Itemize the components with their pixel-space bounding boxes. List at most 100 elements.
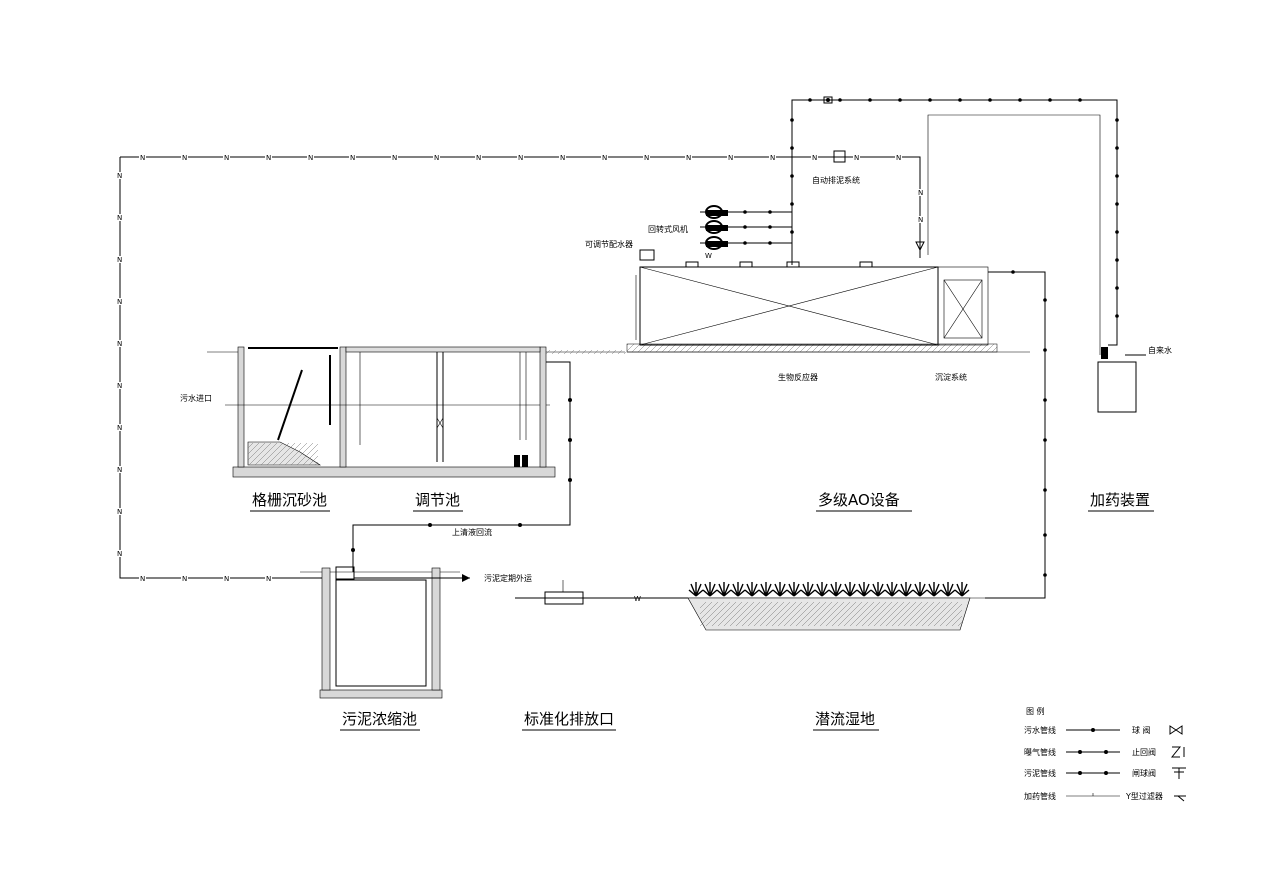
plant-icon [814, 582, 830, 597]
aeration-dot [1018, 98, 1022, 102]
plant-icon [758, 582, 774, 597]
label-adjustable-weir: 可调节配水器 [585, 239, 633, 249]
legend-row: 曝气管线 止回阀 [1024, 746, 1185, 758]
grille-grit-tank [207, 346, 556, 478]
pipe-marker-n: N [117, 298, 122, 306]
pipe-marker-n: N [728, 154, 733, 162]
plant-icon [926, 582, 942, 597]
legend-row: 污水管线 球 阀 [1024, 725, 1183, 735]
unit-label-sludge-thickener: 污泥浓缩池 [342, 710, 417, 728]
label-bio-reactor: 生物反应器 [778, 372, 818, 382]
aeration-dot [790, 118, 794, 122]
pipe-marker-n: N [117, 466, 122, 474]
pipe-marker-n: N [117, 550, 122, 558]
pipe-marker-n: N [266, 154, 271, 162]
plant-icon [912, 582, 928, 597]
regulating-tank [345, 346, 626, 468]
rotary-blowers [705, 205, 728, 250]
pipe-marker-n: N [602, 154, 607, 162]
sludge-thickener-tank [300, 566, 470, 699]
aeration-dot [790, 174, 794, 178]
label-tap-water: 自来水 [1148, 345, 1172, 355]
legend-valve-label: Y型过滤器 [1125, 791, 1163, 801]
aeration-dot [898, 98, 902, 102]
aeration-dot [768, 225, 772, 229]
aeration-dot [1115, 258, 1119, 262]
pipe-marker-n: N [224, 154, 229, 162]
pipe-marker-n: N [117, 172, 122, 180]
aeration-dot [1115, 230, 1119, 234]
label-sludge-out: 污泥定期外运 [484, 573, 532, 583]
legend-valve-label: 闸球阀 [1132, 768, 1156, 778]
plant-icon [954, 582, 970, 597]
pipe-marker-n: N [224, 575, 229, 583]
pipe-marker-n: N [140, 154, 145, 162]
pipe-marker-n: N [770, 154, 775, 162]
unit-label-dosing: 加药装置 [1090, 491, 1150, 509]
sludge-return-pipe [119, 156, 925, 579]
aeration-dot [743, 210, 747, 214]
aeration-dot [790, 146, 794, 150]
legend: 图 例 污水管线 球 阀 曝气管线 止回阀 污泥管线 闸球阀 加药管线 Y [1024, 706, 1186, 802]
gate-valve-icon [1172, 767, 1186, 779]
pipe-marker-n: N [434, 154, 439, 162]
aeration-dot [790, 230, 794, 234]
aeration-dot [790, 202, 794, 206]
label-inlet: 污水进口 [180, 393, 212, 403]
aeration-dot [988, 98, 992, 102]
aeration-dot [1115, 146, 1119, 150]
effluent-pipe [985, 270, 1047, 599]
annotation-labels: 污水进口 自动排泥系统 回转式风机 可调节配水器 生物反应器 沉淀系统 自来水 … [180, 175, 1172, 583]
pipe-marker-n: N [117, 340, 122, 348]
pipe-marker-w: W [705, 252, 712, 260]
plant-icon [800, 582, 816, 597]
aeration-dot [1048, 98, 1052, 102]
legend-valve-label: 球 阀 [1132, 725, 1151, 735]
pipe-marker-n: N [644, 154, 649, 162]
unit-label-regulating: 调节池 [415, 491, 460, 509]
aeration-dot [1115, 118, 1119, 122]
plant-icon [772, 582, 788, 597]
label-rotary-blower: 回转式风机 [648, 224, 688, 234]
legend-row: 加药管线 Y型过滤器 [1024, 791, 1186, 802]
label-auto-sludge: 自动排泥系统 [812, 175, 860, 185]
pipe-marker-n: N [140, 575, 145, 583]
pipe-marker-n: N [476, 154, 481, 162]
plant-icon [870, 582, 886, 597]
supernatant-return-pipe [351, 361, 572, 572]
ao-equipment [626, 249, 1030, 353]
legend-title: 图 例 [1026, 706, 1045, 716]
pipe-marker-n: N [518, 154, 523, 162]
plant-icon [940, 582, 956, 597]
pipe-marker-n: N [350, 154, 355, 162]
unit-label-outfall: 标准化排放口 [524, 710, 614, 728]
pipe-marker-n: N [117, 382, 122, 390]
check-valve-icon [1170, 746, 1185, 758]
unit-labels: 格栅沉砂池 调节池 多级AO设备 加药装置 污泥浓缩池 标准化排放口 潜流湿地 [250, 491, 1154, 731]
pipe-marker-n: N [182, 575, 187, 583]
plant-icon [744, 582, 760, 597]
aeration-dot [1078, 98, 1082, 102]
y-strainer-icon [1174, 795, 1186, 802]
wetland-plants [688, 582, 970, 597]
blower-icon [705, 205, 728, 219]
aeration-dot [743, 225, 747, 229]
dosing-pipe [927, 114, 1101, 355]
plant-icon [730, 582, 746, 597]
legend-line-label: 污水管线 [1024, 725, 1056, 735]
blower-icon [705, 236, 728, 250]
aeration-dot [1115, 202, 1119, 206]
plant-icon [842, 582, 858, 597]
pipe-marker-n: N [812, 154, 817, 162]
plant-icon [716, 582, 732, 597]
plant-icon [688, 582, 704, 597]
aeration-dot [808, 98, 812, 102]
plant-icon [702, 582, 718, 597]
aeration-dot [1115, 314, 1119, 318]
aeration-dot [1115, 286, 1119, 290]
auto-sludge-valve [833, 150, 846, 163]
aeration-dot [868, 98, 872, 102]
outfall-pipe [515, 580, 688, 605]
aeration-dot [1115, 174, 1119, 178]
